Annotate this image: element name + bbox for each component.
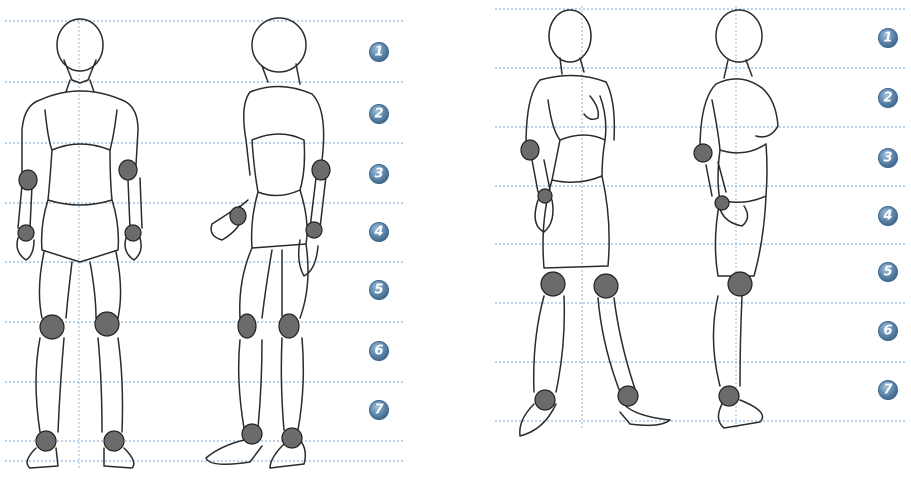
svg-text:6: 6 xyxy=(374,344,383,359)
marker-badge: 3 xyxy=(370,165,389,184)
svg-text:4: 4 xyxy=(882,209,892,224)
female-angle-figure xyxy=(520,10,670,436)
right-panel: 1 2 3 4 5 6 7 xyxy=(495,6,905,436)
left-guide-lines xyxy=(5,18,405,470)
marker-badge: 7 xyxy=(370,401,389,420)
svg-text:3: 3 xyxy=(883,151,892,166)
marker-badge: 5 xyxy=(879,263,898,282)
marker-badge: 1 xyxy=(879,29,898,48)
marker-badge: 2 xyxy=(370,105,389,124)
svg-text:4: 4 xyxy=(373,225,383,240)
marker-badge: 2 xyxy=(879,89,898,108)
right-number-markers: 1 2 3 4 5 6 7 xyxy=(879,29,898,400)
left-panel: 1 2 3 4 5 6 7 xyxy=(5,18,405,470)
marker-badge: 1 xyxy=(370,43,389,62)
marker-badge: 4 xyxy=(879,207,898,226)
svg-text:3: 3 xyxy=(374,167,383,182)
svg-text:1: 1 xyxy=(883,31,892,46)
left-number-markers: 1 2 3 4 5 6 7 xyxy=(370,43,389,420)
marker-badge: 7 xyxy=(879,381,898,400)
svg-text:5: 5 xyxy=(883,265,892,280)
marker-badge: 4 xyxy=(370,223,389,242)
marker-badge: 3 xyxy=(879,149,898,168)
svg-text:2: 2 xyxy=(883,91,892,106)
marker-badge: 6 xyxy=(879,322,898,341)
svg-text:7: 7 xyxy=(883,383,893,398)
svg-text:6: 6 xyxy=(883,324,892,339)
svg-text:5: 5 xyxy=(374,283,383,298)
back-view-figure xyxy=(206,18,330,468)
right-guide-lines xyxy=(495,6,905,430)
svg-text:1: 1 xyxy=(374,45,383,60)
svg-text:2: 2 xyxy=(374,107,383,122)
marker-badge: 5 xyxy=(370,281,389,300)
svg-text:7: 7 xyxy=(374,403,384,418)
marker-badge: 6 xyxy=(370,342,389,361)
